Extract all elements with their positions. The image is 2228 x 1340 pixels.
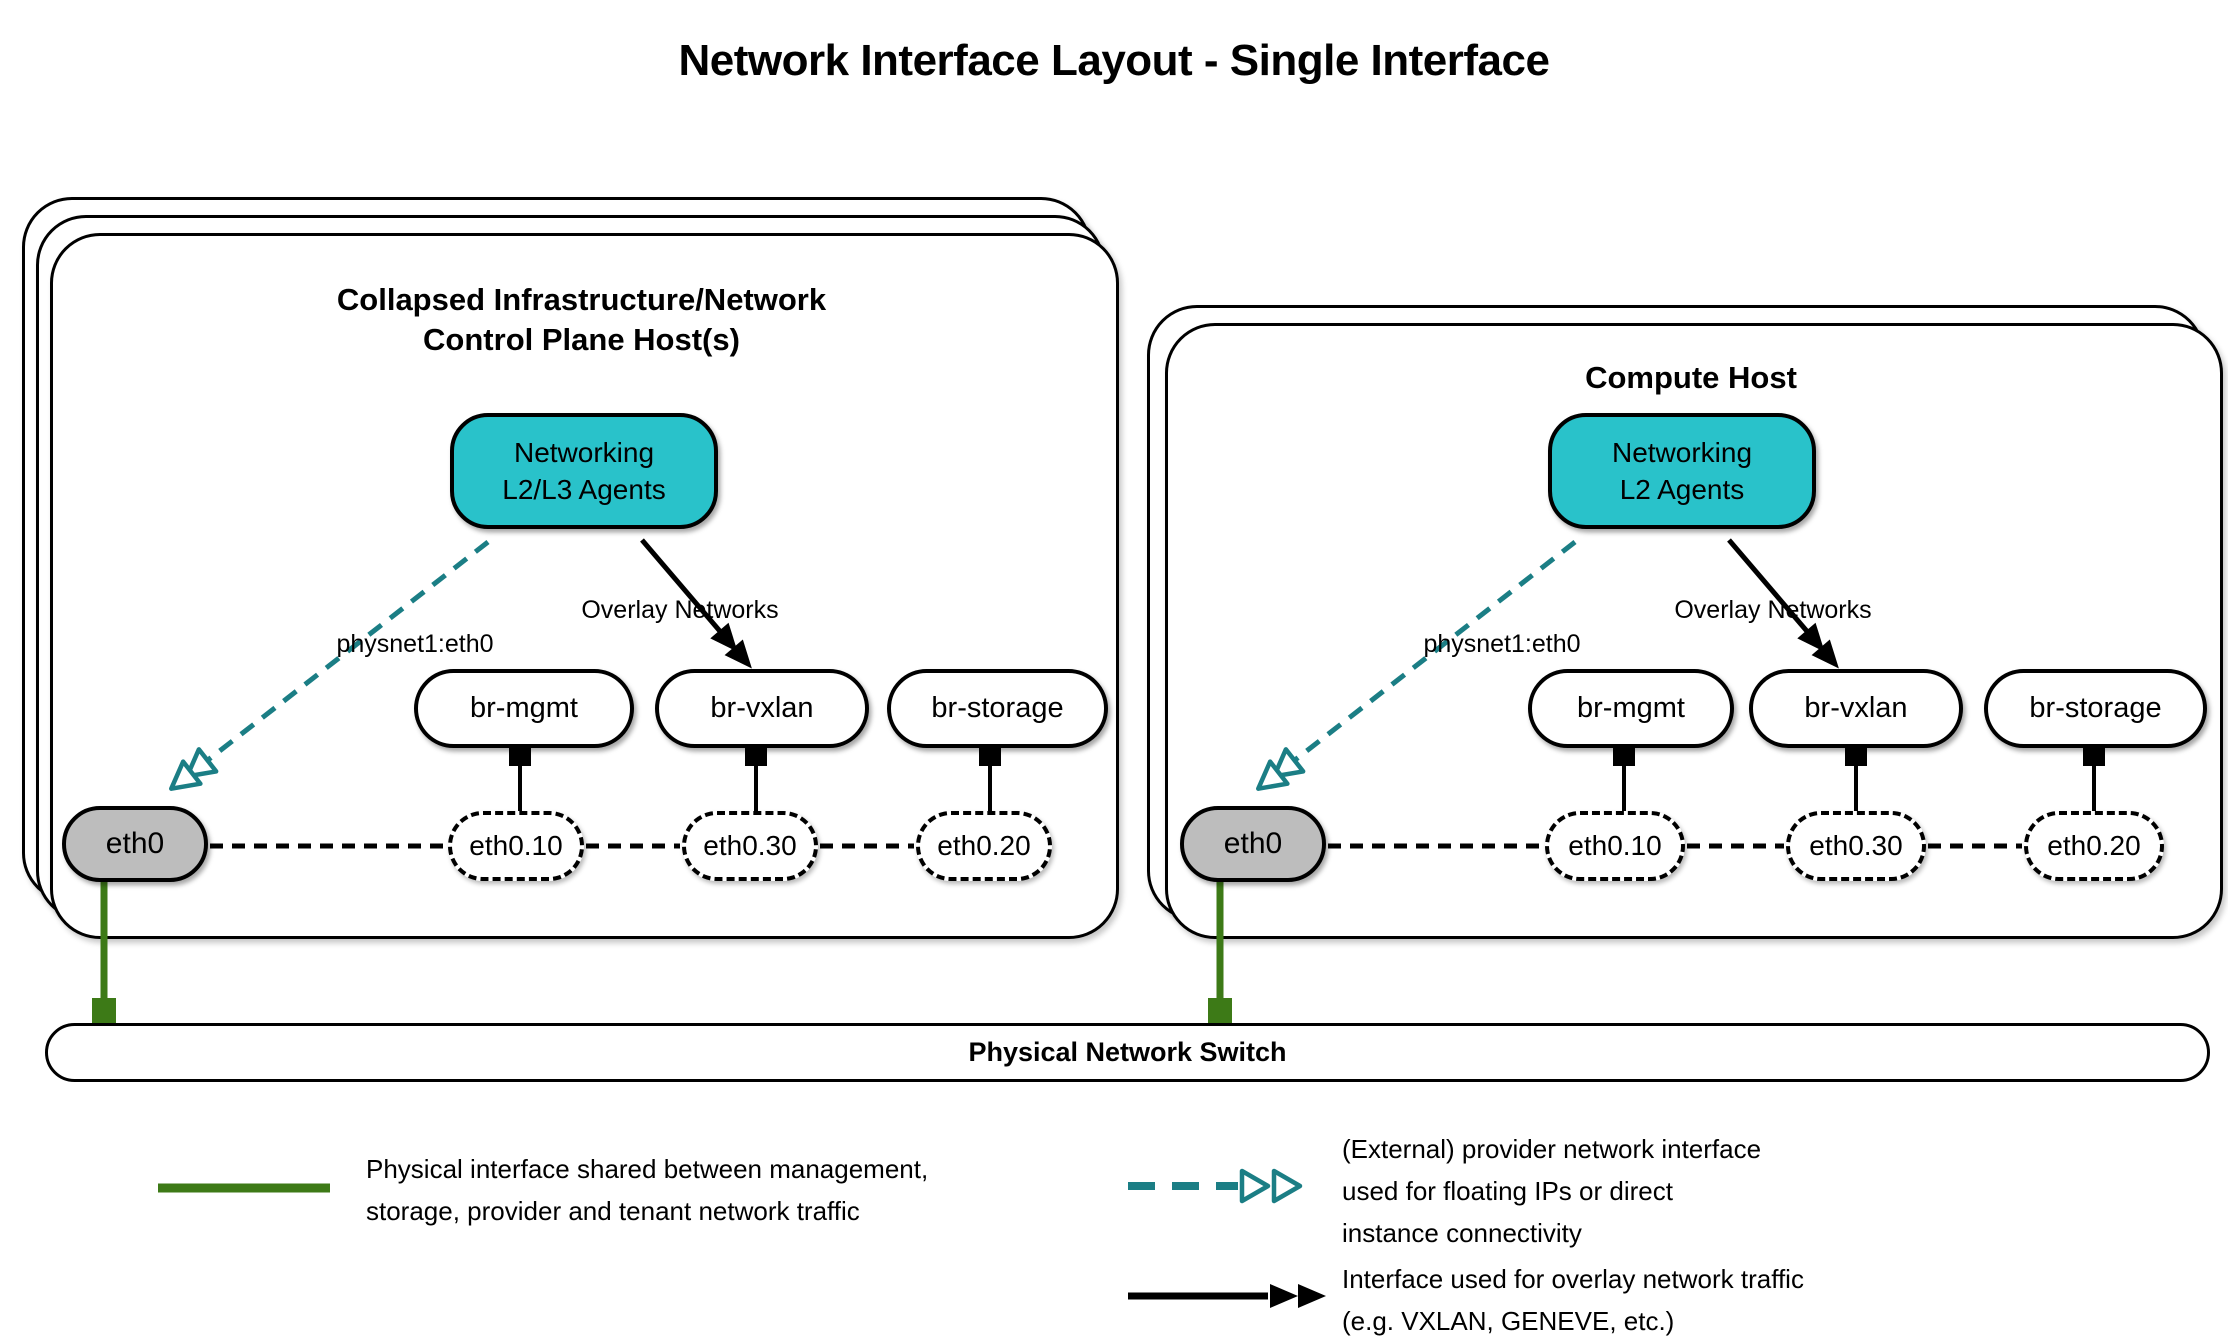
provider-arrow-label-left: physnet1:eth0 bbox=[336, 630, 494, 658]
legend-provider-line3: instance connectivity bbox=[1342, 1218, 1582, 1248]
legend-overlay-swatch bbox=[1128, 1284, 1326, 1308]
legend-overlay-text: Interface used for overlay network traff… bbox=[1342, 1258, 1804, 1340]
control-plane-host-title-line1: Collapsed Infrastructure/Network bbox=[336, 282, 827, 317]
subif-eth0-20-right: eth0.20 bbox=[2024, 811, 2164, 881]
bridge-br-storage-left: br-storage bbox=[887, 669, 1108, 748]
legend-overlay-line1: Interface used for overlay network traff… bbox=[1342, 1264, 1804, 1294]
agent-line2: L2/L3 Agents bbox=[502, 474, 666, 505]
legend-provider-line1: (External) provider network interface bbox=[1342, 1134, 1762, 1164]
bridge-br-vxlan-right: br-vxlan bbox=[1749, 669, 1963, 748]
agent-line2: L2 Agents bbox=[1619, 474, 1745, 505]
legend-physical-text: Physical interface shared between manage… bbox=[366, 1148, 928, 1232]
agent-line1: Networking bbox=[1611, 437, 1753, 468]
agent-box-compute: Networking L2 Agents bbox=[1548, 413, 1816, 529]
compute-host-title: Compute Host bbox=[1165, 358, 2217, 398]
bridge-br-storage-right: br-storage bbox=[1984, 669, 2207, 748]
legend-physical-line2: storage, provider and tenant network tra… bbox=[366, 1196, 860, 1226]
legend-physical-line1: Physical interface shared between manage… bbox=[366, 1154, 929, 1184]
agent-box-control-plane: Networking L2/L3 Agents bbox=[450, 413, 718, 529]
bridge-br-vxlan-left: br-vxlan bbox=[655, 669, 869, 748]
physical-network-switch-label: Physical Network Switch bbox=[968, 1037, 1287, 1067]
bridge-br-mgmt-right: br-mgmt bbox=[1528, 669, 1734, 748]
agent-line1: Networking bbox=[513, 437, 655, 468]
physical-network-switch: Physical Network Switch bbox=[45, 1023, 2210, 1082]
bridge-br-mgmt-left: br-mgmt bbox=[414, 669, 634, 748]
legend-provider-line2: used for floating IPs or direct bbox=[1342, 1176, 1673, 1206]
control-plane-host-title: Collapsed Infrastructure/Network Control… bbox=[50, 280, 1113, 360]
provider-arrow-label-right: physnet1:eth0 bbox=[1423, 630, 1581, 658]
subif-eth0-30-left: eth0.30 bbox=[682, 811, 818, 881]
subif-eth0-10-left: eth0.10 bbox=[448, 811, 584, 881]
page-title: Network Interface Layout - Single Interf… bbox=[678, 36, 1550, 85]
legend-provider-swatch bbox=[1128, 1168, 1303, 1204]
overlay-arrow-label-left: Overlay Networks bbox=[581, 596, 779, 624]
compute-host-title-line1: Compute Host bbox=[1585, 360, 1797, 395]
legend-overlay-line2: (e.g. VXLAN, GENEVE, etc.) bbox=[1342, 1306, 1675, 1336]
eth0-left: eth0 bbox=[62, 806, 208, 882]
subif-eth0-20-left: eth0.20 bbox=[916, 811, 1052, 881]
eth0-right: eth0 bbox=[1180, 806, 1326, 882]
overlay-arrow-label-right: Overlay Networks bbox=[1674, 596, 1872, 624]
subif-eth0-10-right: eth0.10 bbox=[1545, 811, 1685, 881]
legend-provider-text: (External) provider network interface us… bbox=[1342, 1128, 1761, 1254]
control-plane-host-title-line2: Control Plane Host(s) bbox=[423, 322, 740, 357]
subif-eth0-30-right: eth0.30 bbox=[1786, 811, 1926, 881]
